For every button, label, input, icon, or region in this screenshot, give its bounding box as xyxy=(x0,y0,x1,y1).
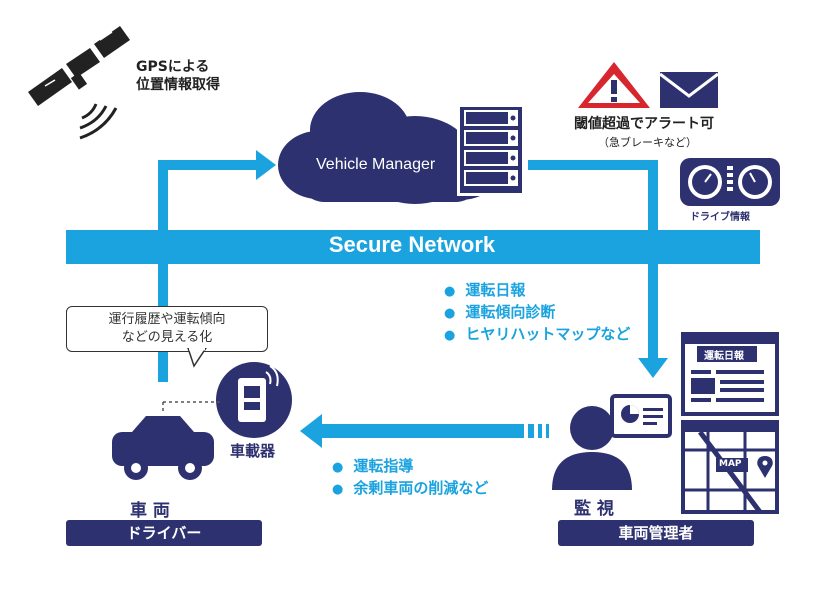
person-icon xyxy=(552,406,632,490)
analysis-list: 運転日報 運転傾向診断 ヒヤリハットマップなど xyxy=(444,280,630,346)
upload-arrow xyxy=(158,150,276,382)
list-item: 運転傾向診断 xyxy=(444,302,630,324)
report-title: 運転日報 xyxy=(704,351,744,362)
map-label: MAP xyxy=(719,459,742,469)
signal-waves-icon xyxy=(79,103,118,140)
driver-badge: ドライバー xyxy=(66,520,262,546)
network-label: Secure Network xyxy=(328,232,496,257)
bubble-tail xyxy=(187,348,207,368)
cloud-label: Vehicle Manager xyxy=(316,156,436,173)
in-vehicle-device-icon xyxy=(216,362,292,438)
download-arrow xyxy=(528,160,668,378)
mail-icon xyxy=(659,72,719,108)
speech-bubble: 運行履歴や運転傾向 などの見える化 xyxy=(66,306,268,352)
car-icon xyxy=(112,416,214,480)
device-label: 車載器 xyxy=(230,442,276,460)
list-item: ヒヤリハットマップなど xyxy=(444,324,630,346)
warning-icon xyxy=(578,62,650,108)
list-item: 運転日報 xyxy=(444,280,630,302)
drive-info-label: ドライブ情報 xyxy=(690,212,750,223)
monitor-icon xyxy=(610,394,672,438)
alert-caption: 閾値超過でアラート可 xyxy=(574,116,714,132)
dashboard-icon xyxy=(680,158,780,206)
gps-caption-line2: 位置情報取得 xyxy=(136,77,220,93)
vehicle-label: 車 両 xyxy=(130,501,170,521)
server-icon xyxy=(457,104,525,196)
alert-subcaption: （急ブレーキなど） xyxy=(598,136,697,149)
list-item: 運転指導 xyxy=(332,456,488,478)
list-item: 余剰車両の削減など xyxy=(332,478,488,500)
secure-network-band xyxy=(66,230,760,264)
report-document-icon xyxy=(681,332,779,416)
guidance-list: 運転指導 余剰車両の削減など xyxy=(332,456,488,500)
bubble-line2: などの見える化 xyxy=(121,330,213,345)
gps-caption: GPSによる 位置情報取得 xyxy=(136,58,220,94)
manager-badge: 車両管理者 xyxy=(558,520,754,546)
gps-caption-line1: GPSによる xyxy=(136,59,210,75)
monitor-label: 監 視 xyxy=(574,499,614,519)
satellite-icon xyxy=(28,26,130,106)
bubble-line1: 運行履歴や運転傾向 xyxy=(108,312,226,327)
feedback-arrow xyxy=(300,414,549,448)
map-icon xyxy=(681,420,779,514)
